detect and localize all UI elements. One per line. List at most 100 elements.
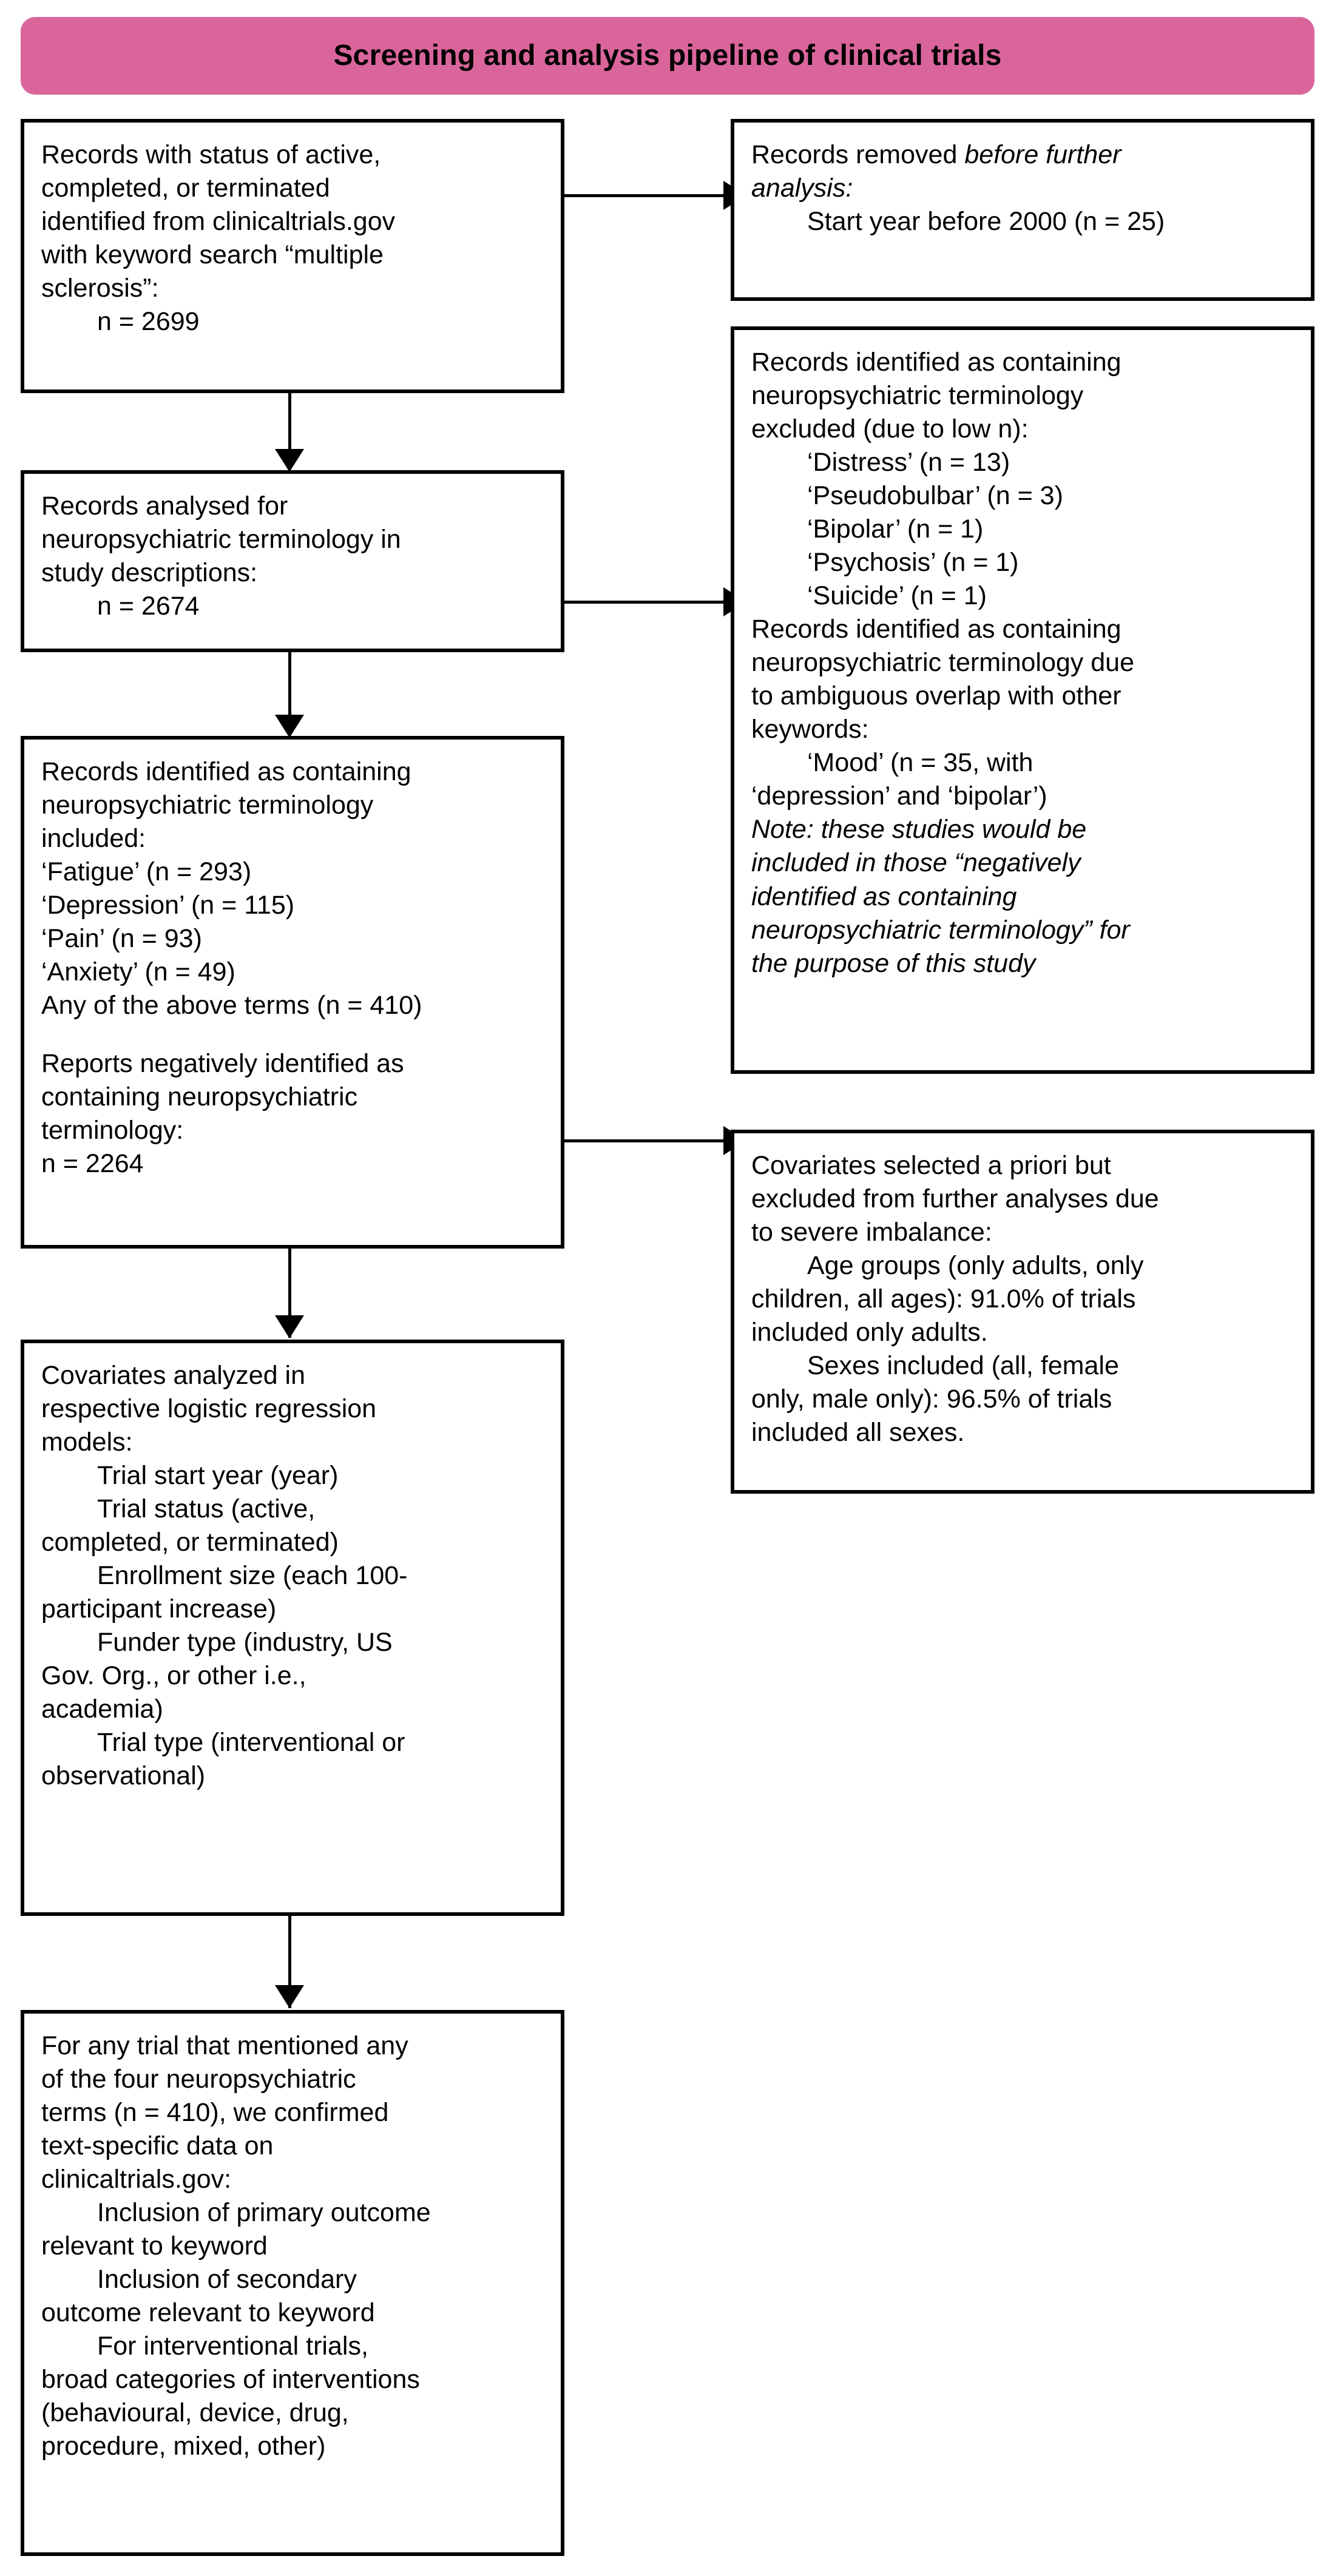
node-line-note: neuropsychiatric terminology” for bbox=[751, 915, 1130, 945]
node-line-term: ‘Mood’ (n = 35, with bbox=[807, 748, 1033, 778]
node-line: containing neuropsychiatric bbox=[41, 1082, 358, 1112]
node-line: neuropsychiatric terminology bbox=[751, 381, 1084, 411]
arrow-covariates-to-confirmation bbox=[275, 1985, 304, 2008]
node-line-covariate: children, all ages): 91.0% of trials bbox=[751, 1284, 1136, 1314]
node-line-covariate: Funder type (industry, US bbox=[97, 1628, 393, 1657]
node-line: Records identified as containing bbox=[751, 615, 1121, 644]
node-line-covariate: Trial type (interventional or bbox=[97, 1728, 405, 1758]
node-line: excluded from further analyses due bbox=[751, 1184, 1159, 1214]
node-line-covariate: Sexes included (all, female bbox=[807, 1351, 1119, 1381]
node-line-note: identified as containing bbox=[751, 882, 1017, 911]
node-line: text-specific data on bbox=[41, 2131, 274, 2161]
node-line-covariate: only, male only): 96.5% of trials bbox=[751, 1384, 1112, 1414]
node-line: identified from clinicaltrials.gov bbox=[41, 207, 396, 237]
node-records-excluded: Records identified as containing neurops… bbox=[731, 326, 1314, 1074]
node-line: For any trial that mentioned any bbox=[41, 2031, 408, 2060]
connector-line-identified-to-analysed bbox=[288, 390, 291, 469]
node-line: clinicaltrials.gov: bbox=[41, 2165, 232, 2194]
node-line-covariate: included only adults. bbox=[751, 1318, 988, 1347]
node-line-item: (behavioural, device, drug, bbox=[41, 2398, 349, 2428]
arrow-identified-to-analysed bbox=[275, 449, 304, 472]
connector-line-identified-to-removed bbox=[564, 194, 728, 197]
node-line-spacer bbox=[41, 1022, 545, 1047]
node-line-term: ‘depression’ and ‘bipolar’) bbox=[751, 781, 1047, 811]
node-line: Records identified as containing bbox=[751, 348, 1121, 377]
node-line: excluded (due to low n): bbox=[751, 414, 1029, 444]
node-line-text: Records removed before further bbox=[751, 140, 1121, 169]
node-line-term: ‘Pseudobulbar’ (n = 3) bbox=[807, 481, 1063, 511]
node-line: to ambiguous overlap with other bbox=[751, 681, 1121, 711]
node-line-count: n = 2264 bbox=[41, 1149, 144, 1179]
node-covariates-analyzed: Covariates analyzed in respective logist… bbox=[21, 1340, 564, 1916]
node-line-covariate: observational) bbox=[41, 1761, 206, 1791]
node-line: Reports negatively identified as bbox=[41, 1049, 404, 1079]
node-covariates-excluded: Covariates selected a priori but exclude… bbox=[731, 1130, 1314, 1494]
node-line: Covariates selected a priori but bbox=[751, 1151, 1111, 1180]
node-line-item: Start year before 2000 (n = 25) bbox=[807, 207, 1165, 237]
connector-line-included-to-covariates-excluded bbox=[564, 1139, 728, 1142]
node-line-term: ‘Bipolar’ (n = 1) bbox=[807, 514, 984, 544]
figure-title: Screening and analysis pipeline of clini… bbox=[333, 39, 1002, 72]
connector-line-analysed-to-excluded bbox=[564, 601, 728, 604]
node-line: included: bbox=[41, 824, 146, 854]
node-line-count: n = 2674 bbox=[97, 592, 200, 621]
node-line-covariate: participant increase) bbox=[41, 1594, 277, 1624]
node-line-item: procedure, mixed, other) bbox=[41, 2432, 326, 2461]
node-line-item: relevant to keyword bbox=[41, 2231, 268, 2261]
node-records-analysed: Records analysed for neuropsychiatric te… bbox=[21, 470, 564, 652]
node-line-note: Note: these studies would be bbox=[751, 815, 1087, 845]
node-line-item: Inclusion of secondary bbox=[97, 2265, 357, 2294]
node-line: study descriptions: bbox=[41, 558, 258, 588]
node-line: neuropsychiatric terminology bbox=[41, 791, 374, 820]
node-line: Records analysed for bbox=[41, 491, 288, 521]
node-line-note: the purpose of this study bbox=[751, 948, 1036, 978]
node-line-covariate: completed, or terminated) bbox=[41, 1528, 339, 1557]
node-line-covariate: academia) bbox=[41, 1694, 163, 1724]
node-line-covariate: Gov. Org., or other i.e., bbox=[41, 1661, 306, 1691]
arrow-analysed-to-included bbox=[275, 715, 304, 738]
node-line-covariate: Trial status (active, bbox=[97, 1494, 316, 1524]
node-line: sclerosis”: bbox=[41, 274, 159, 303]
node-line: to severe imbalance: bbox=[751, 1218, 992, 1247]
node-line-term: Any of the above terms (n = 410) bbox=[41, 991, 422, 1020]
node-records-removed: Records removed before further analysis:… bbox=[731, 119, 1314, 301]
node-records-included: Records identified as containing neurops… bbox=[21, 736, 564, 1249]
node-line-item: For interventional trials, bbox=[97, 2332, 368, 2361]
node-line: analysis: bbox=[751, 174, 853, 203]
emphasis-text: before further bbox=[964, 140, 1121, 169]
node-line-term: ‘Distress’ (n = 13) bbox=[807, 448, 1010, 477]
node-line-term: ‘Suicide’ (n = 1) bbox=[807, 581, 987, 611]
node-line: models: bbox=[41, 1428, 133, 1457]
arrow-included-to-covariates bbox=[275, 1315, 304, 1338]
node-line: Records identified as containing bbox=[41, 757, 411, 786]
node-line: of the four neuropsychiatric bbox=[41, 2065, 356, 2094]
node-text-confirmation: For any trial that mentioned any of the … bbox=[21, 2010, 564, 2556]
node-line-term: ‘Depression’ (n = 115) bbox=[41, 891, 295, 920]
node-line-item: broad categories of interventions bbox=[41, 2365, 420, 2395]
connector-line-analysed-to-included bbox=[288, 650, 291, 735]
node-line-covariate: Age groups (only adults, only bbox=[807, 1251, 1144, 1281]
node-line: terminology: bbox=[41, 1116, 184, 1145]
node-line: respective logistic regression bbox=[41, 1394, 377, 1424]
node-line-covariate: Trial start year (year) bbox=[97, 1461, 339, 1491]
node-line: Records removed before further bbox=[751, 138, 1295, 172]
node-line: completed, or terminated bbox=[41, 174, 330, 203]
node-line-term: ‘Psychosis’ (n = 1) bbox=[807, 548, 1019, 578]
node-line-term: ‘Anxiety’ (n = 49) bbox=[41, 957, 235, 987]
node-line-note: included in those “negatively bbox=[751, 848, 1081, 878]
node-line-item: outcome relevant to keyword bbox=[41, 2298, 375, 2328]
node-line: with keyword search “multiple bbox=[41, 240, 384, 270]
node-line-item: Inclusion of primary outcome bbox=[97, 2198, 431, 2228]
connector-line-covariates-to-confirmation bbox=[288, 1914, 291, 2008]
node-line-term: ‘Fatigue’ (n = 293) bbox=[41, 857, 252, 887]
node-line-term: ‘Pain’ (n = 93) bbox=[41, 924, 202, 954]
node-line: terms (n = 410), we confirmed bbox=[41, 2098, 389, 2128]
connector-line-included-to-covariates bbox=[288, 1247, 291, 1338]
node-line: Records with status of active, bbox=[41, 140, 381, 169]
node-line-covariate: included all sexes. bbox=[751, 1418, 965, 1448]
node-line: neuropsychiatric terminology due bbox=[751, 648, 1134, 678]
node-line-covariate: Enrollment size (each 100- bbox=[97, 1561, 408, 1591]
node-line: neuropsychiatric terminology in bbox=[41, 525, 401, 555]
node-records-identified: Records with status of active, completed… bbox=[21, 119, 564, 393]
